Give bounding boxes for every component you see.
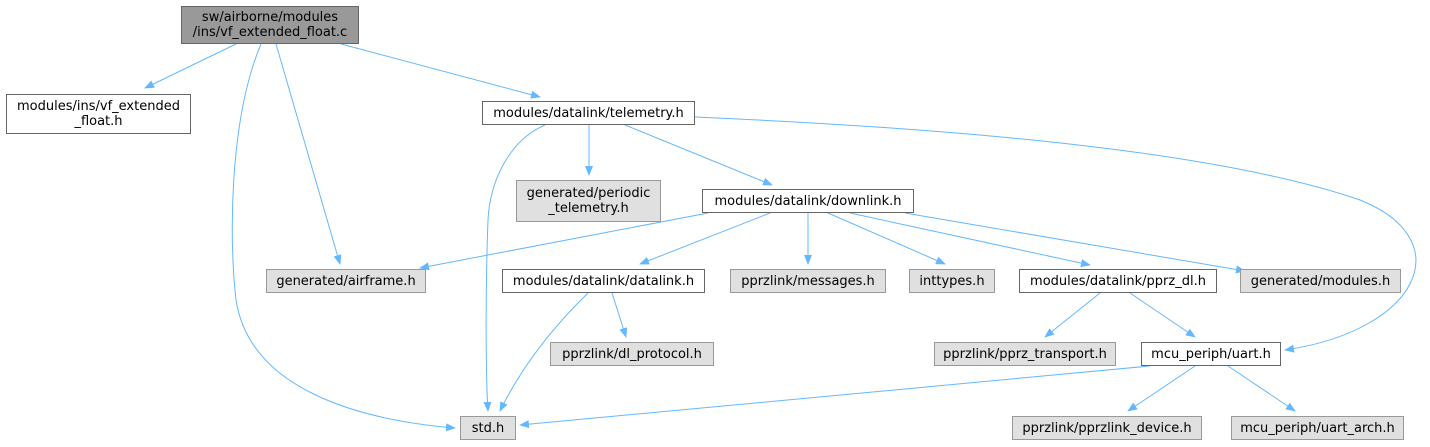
- node-vf-h[interactable]: modules/ins/vf_extended_float.h: [6, 94, 191, 134]
- node-label-line: pprzlink/pprzlink_device.h: [1022, 420, 1192, 436]
- node-dl-protocol: pprzlink/dl_protocol.h: [550, 342, 714, 366]
- node-messages: pprzlink/messages.h: [730, 269, 886, 293]
- edge-datalink-to-dl_protocol: [611, 292, 628, 338]
- node-label: modules/datalink/telemetry.h: [493, 106, 684, 121]
- node-label-line: _telemetry.h: [548, 201, 629, 216]
- node-uart[interactable]: mcu_periph/uart.h: [1141, 342, 1281, 366]
- node-label-line: generated/modules.h: [1250, 273, 1391, 289]
- node-gen-modules: generated/modules.h: [1240, 269, 1401, 293]
- node-label: inttypes.h: [919, 274, 984, 289]
- node-label: generated/modules.h: [1251, 274, 1390, 289]
- node-label-line: /ins/vf_extended_float.c: [192, 25, 348, 40]
- node-label-line: pprzlink/dl_protocol.h: [562, 346, 702, 362]
- node-label-line: modules/datalink/downlink.h: [714, 193, 902, 209]
- node-label: modules/ins/vf_extended_float.h: [17, 99, 180, 129]
- edge-telemetry-to-uart: [694, 116, 1417, 353]
- node-label: modules/datalink/downlink.h: [715, 194, 902, 209]
- node-label: modules/datalink/pprz_dl.h: [1030, 274, 1206, 289]
- node-label-line: modules/ins/vf_extended: [17, 99, 180, 114]
- node-periodic: generated/periodic_telemetry.h: [516, 180, 661, 222]
- edge-root-to-std: [231, 43, 456, 432]
- node-label: sw/airborne/modules/ins/vf_extended_floa…: [193, 10, 347, 40]
- node-label: pprzlink/pprz_transport.h: [943, 347, 1107, 362]
- node-airframe: generated/airframe.h: [266, 269, 426, 293]
- edge-uart-to-uart_arch: [1227, 365, 1296, 412]
- edge-downlink-to-datalink: [639, 212, 771, 265]
- edge-root-to-vf_h: [144, 43, 237, 89]
- node-label: mcu_periph/uart.h: [1151, 347, 1271, 362]
- edge-uart-to-std: [519, 365, 1151, 429]
- node-label-line: sw/airborne/modules: [201, 10, 339, 25]
- node-label-line: generated/periodic: [526, 186, 651, 201]
- edge-datalink-to-std: [499, 292, 589, 412]
- node-telemetry[interactable]: modules/datalink/telemetry.h: [482, 101, 695, 125]
- node-label-line: generated/airframe.h: [276, 273, 416, 289]
- node-label-line: modules/datalink/telemetry.h: [493, 105, 684, 121]
- node-label-line: modules/datalink/datalink.h: [512, 273, 695, 289]
- node-label-line: mcu_periph/uart.h: [1151, 346, 1271, 362]
- node-label: modules/datalink/datalink.h: [513, 274, 694, 289]
- node-label-line: modules/datalink/pprz_dl.h: [1030, 273, 1206, 289]
- node-label: std.h: [472, 421, 505, 436]
- node-label-line: mcu_periph/uart_arch.h: [1240, 420, 1395, 436]
- node-label-line: _float.h: [74, 114, 123, 129]
- node-label: generated/periodic_telemetry.h: [527, 186, 651, 216]
- node-label: pprzlink/messages.h: [741, 274, 875, 289]
- edge-telemetry-to-downlink: [624, 124, 773, 186]
- node-label: mcu_periph/uart_arch.h: [1240, 421, 1395, 436]
- edge-root-to-airframe: [275, 43, 342, 265]
- node-label-line: pprzlink/messages.h: [741, 273, 875, 289]
- edge-uart-to-pprzlink_device: [1127, 365, 1196, 412]
- node-label: pprzlink/pprzlink_device.h: [1022, 421, 1191, 436]
- edge-downlink-to-gen_modules: [904, 212, 1246, 274]
- node-pprz-transport: pprzlink/pprz_transport.h: [934, 342, 1116, 366]
- node-label: generated/airframe.h: [276, 274, 415, 289]
- node-label: pprzlink/dl_protocol.h: [562, 347, 702, 362]
- node-pprz-dl[interactable]: modules/datalink/pprz_dl.h: [1019, 269, 1217, 293]
- edge-downlink-to-inttypes: [827, 212, 946, 265]
- edge-pprz_dl-to-uart: [1129, 292, 1196, 338]
- edge-downlink-to-airframe: [419, 212, 709, 271]
- node-label-line: pprzlink/pprz_transport.h: [943, 346, 1107, 362]
- node-label-line: std.h: [471, 420, 505, 436]
- node-downlink[interactable]: modules/datalink/downlink.h: [702, 189, 914, 213]
- node-inttypes: inttypes.h: [909, 269, 995, 293]
- node-std: std.h: [460, 416, 516, 440]
- node-datalink[interactable]: modules/datalink/datalink.h: [502, 269, 705, 293]
- node-uart-arch: mcu_periph/uart_arch.h: [1231, 416, 1404, 440]
- node-label-line: inttypes.h: [919, 273, 985, 289]
- edge-telemetry-to-std: [483, 124, 546, 412]
- node-pprzlink-device: pprzlink/pprzlink_device.h: [1012, 416, 1202, 440]
- node-root[interactable]: sw/airborne/modules/ins/vf_extended_floa…: [181, 6, 359, 44]
- edge-root-to-telemetry: [340, 43, 541, 99]
- edge-pprz_dl-to-pprz_transport: [1044, 292, 1101, 338]
- edge-downlink-to-pprz_dl: [849, 212, 1091, 268]
